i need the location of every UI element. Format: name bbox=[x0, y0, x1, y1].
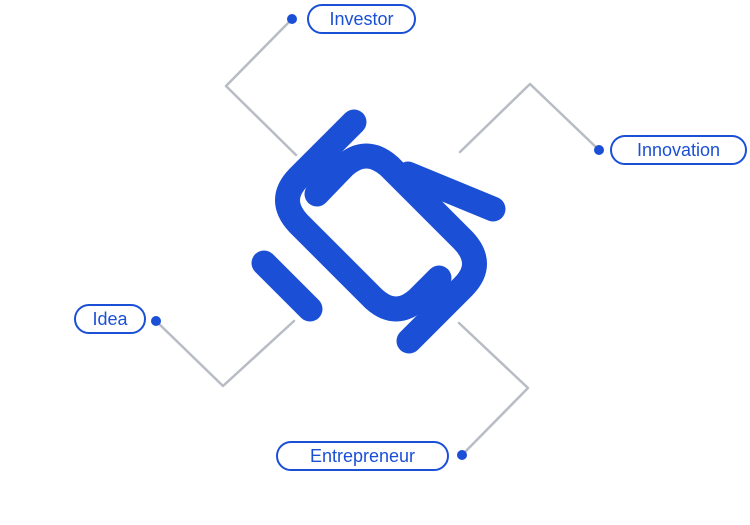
logo-link-right bbox=[304, 143, 487, 354]
dot-idea bbox=[151, 316, 161, 326]
connector-idea bbox=[154, 319, 296, 388]
connector-investor bbox=[224, 17, 298, 157]
interlocking-chain-icon bbox=[251, 109, 506, 354]
label-investor-text: Investor bbox=[329, 9, 394, 29]
connector-entrepreneur bbox=[457, 321, 530, 457]
label-idea: Idea bbox=[74, 304, 146, 334]
label-entrepreneur: Entrepreneur bbox=[276, 441, 449, 471]
label-innovation-text: Innovation bbox=[636, 140, 721, 160]
logo-link-bottom bbox=[251, 250, 323, 322]
label-entrepreneur-text: Entrepreneur bbox=[309, 446, 416, 466]
logo-link-left bbox=[275, 109, 452, 322]
dot-innovation bbox=[594, 145, 604, 155]
connector-innovation bbox=[458, 82, 601, 154]
label-investor: Investor bbox=[307, 4, 416, 34]
logo-link-top bbox=[395, 161, 506, 222]
dot-investor bbox=[287, 14, 297, 24]
label-idea-text: Idea bbox=[92, 309, 128, 329]
label-innovation: Innovation bbox=[610, 135, 747, 165]
dot-entrepreneur bbox=[457, 450, 467, 460]
